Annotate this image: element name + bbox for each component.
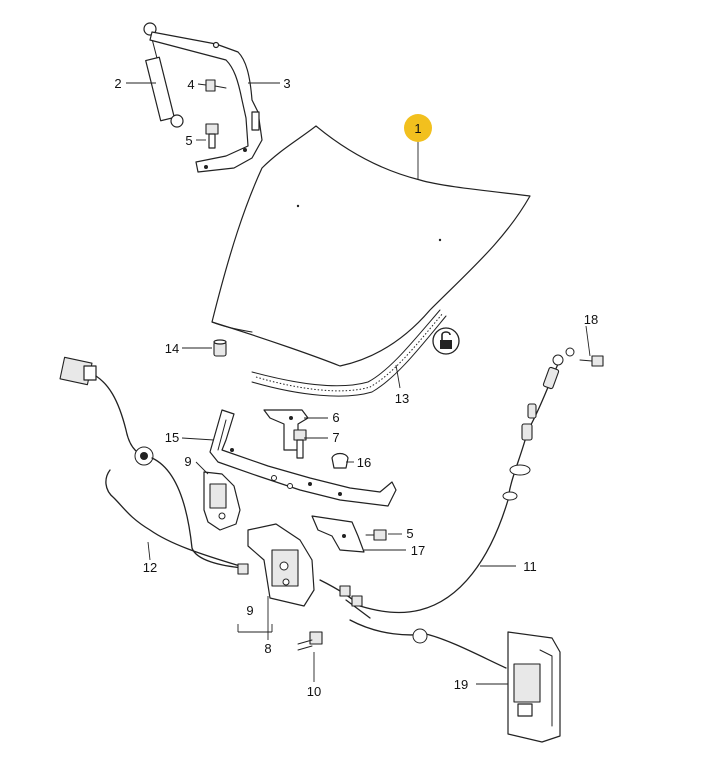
leader-lines <box>126 82 591 685</box>
callout-5-upper[interactable]: 5 <box>185 133 192 148</box>
bolt-5-lower[interactable] <box>365 529 387 541</box>
release-cable-11[interactable] <box>319 347 575 619</box>
callout-1[interactable]: 1 <box>414 121 421 136</box>
callout-9-upper[interactable]: 9 <box>184 454 191 469</box>
release-cable-12[interactable] <box>59 356 249 575</box>
callout-2[interactable]: 2 <box>114 76 121 91</box>
bolt-10[interactable] <box>297 631 323 651</box>
callout-4[interactable]: 4 <box>187 77 194 92</box>
clip-16[interactable] <box>331 452 349 469</box>
callout-19[interactable]: 19 <box>454 677 468 692</box>
callout-6[interactable]: 6 <box>332 410 339 425</box>
lock-lever-housing[interactable] <box>203 471 241 531</box>
callout-12[interactable]: 12 <box>143 560 157 575</box>
bracket-17[interactable] <box>311 515 365 553</box>
bolt-4[interactable] <box>205 79 227 92</box>
gas-strut[interactable] <box>143 22 184 128</box>
callout-7[interactable]: 7 <box>332 430 339 445</box>
callout-1-highlight <box>404 114 432 142</box>
callout-13[interactable]: 13 <box>395 391 409 406</box>
hood-seal[interactable] <box>251 309 447 397</box>
callout-8[interactable]: 8 <box>264 641 271 656</box>
callout-3[interactable]: 3 <box>283 76 290 91</box>
hood-panel[interactable] <box>211 125 531 367</box>
callout-15[interactable]: 15 <box>165 430 179 445</box>
hood-hinge[interactable] <box>149 31 263 173</box>
callout-14[interactable]: 14 <box>165 341 179 356</box>
bolt-7[interactable] <box>293 429 307 459</box>
hood-lock[interactable] <box>247 523 315 607</box>
callout-10[interactable]: 10 <box>307 684 321 699</box>
callout-16[interactable]: 16 <box>357 455 371 470</box>
lock-carrier[interactable] <box>209 409 397 507</box>
lock-unit-19[interactable] <box>349 619 561 743</box>
bolt-18[interactable] <box>579 355 604 367</box>
callout-18[interactable]: 18 <box>584 312 598 327</box>
callout-11[interactable]: 11 <box>523 559 537 574</box>
bolt-5-upper[interactable] <box>205 123 219 149</box>
rubber-buffer[interactable] <box>213 339 227 357</box>
callout-5-lower[interactable]: 5 <box>406 526 413 541</box>
callout-17[interactable]: 17 <box>411 543 425 558</box>
padlock-icon <box>432 327 460 355</box>
callout-9-lower[interactable]: 9 <box>246 603 253 618</box>
callout-numbers: 1 2 3 4 5 14 13 18 6 7 15 16 9 5 17 12 1… <box>114 76 598 699</box>
